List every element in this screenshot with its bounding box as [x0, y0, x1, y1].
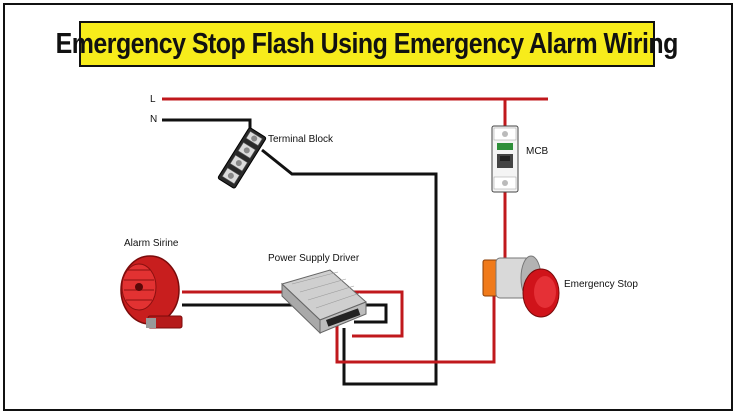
emergency-stop-icon [482, 255, 560, 318]
estop-to-psu-wire [335, 296, 496, 364]
alarm-sirine-label: Alarm Sirine [124, 238, 179, 249]
power-supply-icon [281, 269, 367, 335]
emergency-stop-label: Emergency Stop [564, 279, 638, 290]
siren-black-wire [182, 303, 388, 324]
terminal-to-psu-wire [261, 148, 438, 386]
neutral-line-label: N [150, 114, 158, 125]
live-line-label: L [150, 94, 156, 105]
mcb-label: MCB [526, 146, 549, 157]
diagram-title: Emergency Stop Flash Using Emergency Ala… [55, 27, 679, 60]
terminal-block-label: Terminal Block [268, 134, 334, 145]
mcb-icon [491, 125, 519, 193]
neutral-wire [162, 118, 252, 130]
terminal-block-icon [217, 127, 267, 189]
diagram-frame [3, 3, 733, 411]
power-supply-label: Power Supply Driver [268, 253, 360, 264]
title-banner: Emergency Stop Flash Using Emergency Ala… [56, 21, 679, 67]
alarm-siren-icon [120, 255, 183, 329]
